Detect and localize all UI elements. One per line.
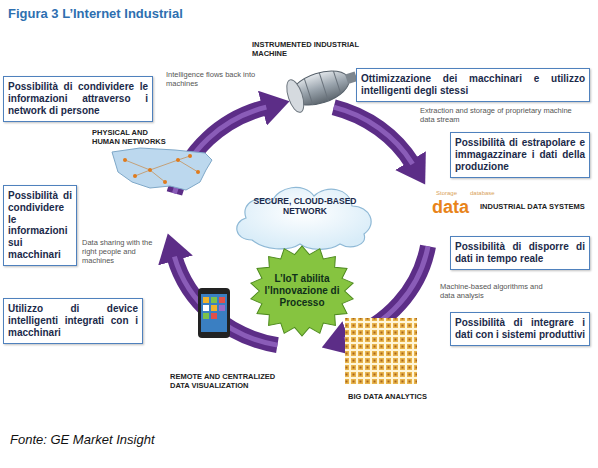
smartphone-icon — [198, 288, 230, 338]
benefit-box: Possibilità di disporre di dati in tempo… — [450, 236, 590, 270]
stage-label: PHYSICAL AND HUMAN NETWORKS — [92, 128, 176, 146]
stage-note: Intelligence flows back into machines — [166, 70, 276, 88]
box-text: Possibilità di integrare i dati con i si… — [455, 317, 585, 341]
network-map — [112, 148, 212, 190]
stage-label: INDUSTRIAL DATA SYSTEMS — [480, 202, 588, 211]
stage-label: BIG DATA ANALYTICS — [348, 392, 448, 401]
box-text: Possibilità di disporre di dati in tempo… — [455, 241, 585, 265]
stage-label: INSTRUMENTED INDUSTRIAL MACHINE — [252, 40, 364, 58]
stage-note: Machine-based algorithms and data analys… — [440, 282, 544, 300]
source-caption: Fonte: GE Market Insight — [10, 432, 155, 447]
box-text: Ottimizzazione dei macchinari e utilizzo… — [361, 73, 585, 97]
cycle-arrow — [174, 107, 428, 345]
image-word: data — [432, 198, 476, 216]
benefit-box: Ottimizzazione dei macchinari e utilizzo… — [356, 68, 590, 102]
image-word: database — [470, 190, 504, 196]
benefit-box: Possibilità di estrapolare e immagazzina… — [450, 132, 590, 178]
data-grid — [345, 318, 417, 384]
box-text: Possibilità di condividere le informazio… — [8, 81, 148, 116]
cloud-network: SECURE, CLOUD-BASED NETWORK — [230, 178, 380, 252]
benefit-box: Possibilità di integrare i dati con i si… — [450, 312, 590, 346]
benefit-box: Utilizzo di device intelligenti integrat… — [3, 298, 143, 344]
benefit-box: Possibilità di condividere le informazio… — [3, 76, 153, 122]
stage-label: REMOTE AND CENTRALIZED DATA VISUALIZATIO… — [170, 372, 296, 390]
cloud-text: SECURE, CLOUD-BASED NETWORK — [250, 196, 360, 216]
image-word: Storage — [436, 190, 466, 196]
turbine-icon — [283, 60, 361, 114]
stage-note: Data sharing with the right people and m… — [82, 238, 158, 265]
box-text: Possibilità di estrapolare e immagazzina… — [455, 137, 585, 172]
figure-title: Figura 3 L’Internet Industrial — [8, 6, 183, 21]
stage-note: Extraction and storage of proprietary ma… — [420, 106, 588, 124]
benefit-box: Possibilità di condividere le informazio… — [3, 185, 77, 266]
box-text: Utilizzo di device intelligenti integrat… — [8, 303, 138, 338]
callout-text: L’IoT abilita l’Innovazione di Processo — [263, 273, 341, 309]
box-text: Possibilità di condividere le informazio… — [8, 190, 72, 261]
starburst-callout: L’IoT abilita l’Innovazione di Processo — [250, 246, 354, 336]
